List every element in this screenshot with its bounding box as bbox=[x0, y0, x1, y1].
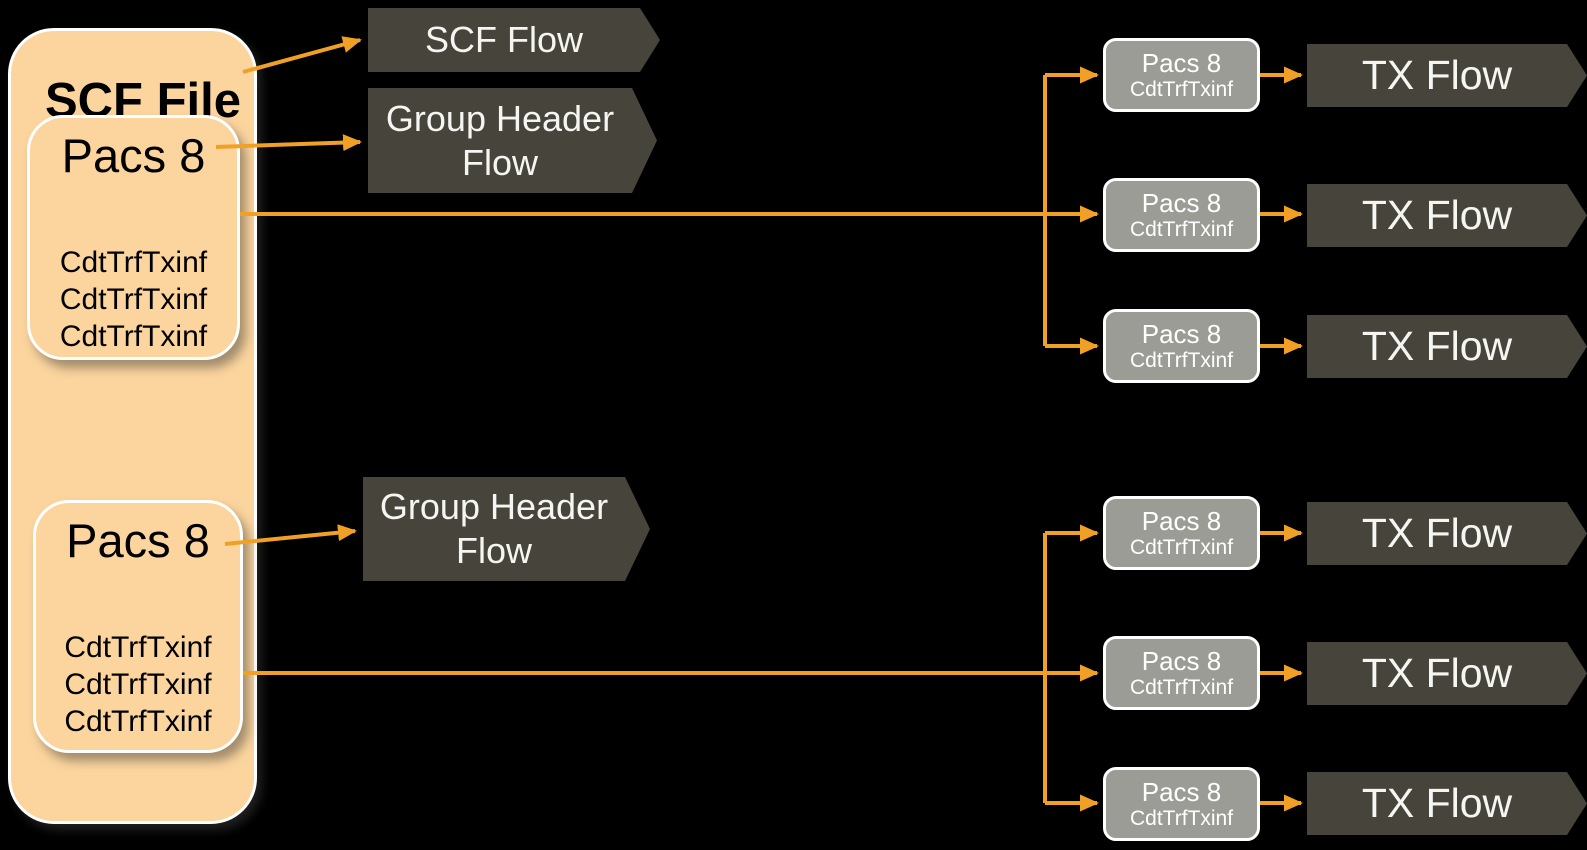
group-header-flow-shape-top: Group Header Flow bbox=[368, 88, 657, 193]
tx-pacs8-title: Pacs 8 bbox=[1141, 646, 1222, 676]
tx-pacs8-subtitle: CdtTrfTxinf bbox=[1129, 807, 1234, 830]
transaction-line: CdtTrfTxinf bbox=[59, 283, 208, 316]
arrow-scffile-to-scfflow bbox=[242, 36, 362, 74]
transaction-line: CdtTrfTxinf bbox=[64, 631, 212, 664]
pacs8-batch-1-transactions: CdtTrfTxinf CdtTrfTxinf CdtTrfTxinf bbox=[30, 244, 237, 355]
tx-pacs8-node: Pacs 8 CdtTrfTxinf bbox=[1103, 767, 1260, 841]
pacs8-batch-1: Pacs 8 CdtTrfTxinf CdtTrfTxinf CdtTrfTxi… bbox=[27, 115, 240, 360]
tx-pacs8-node: Pacs 8 CdtTrfTxinf bbox=[1103, 636, 1260, 710]
tx-flow-shape: TX Flow bbox=[1307, 502, 1587, 565]
tx-pacs8-node: Pacs 8 CdtTrfTxinf bbox=[1103, 178, 1260, 252]
tx-pacs8-title: Pacs 8 bbox=[1141, 506, 1222, 536]
tx-flow-shape: TX Flow bbox=[1307, 642, 1587, 705]
tx-pacs8-subtitle: CdtTrfTxinf bbox=[1129, 536, 1234, 559]
transaction-line: CdtTrfTxinf bbox=[59, 320, 208, 353]
tx-pacs8-title: Pacs 8 bbox=[1141, 319, 1222, 349]
tx-pacs8-title: Pacs 8 bbox=[1141, 48, 1222, 78]
tx-pacs8-node: Pacs 8 CdtTrfTxinf bbox=[1103, 38, 1260, 112]
tx-pacs8-title: Pacs 8 bbox=[1141, 188, 1222, 218]
scf-flow-shape: SCF Flow bbox=[368, 8, 660, 72]
group-header-flow-shape-bottom: Group Header Flow bbox=[363, 477, 650, 581]
tx-flow-shape: TX Flow bbox=[1307, 315, 1587, 378]
pacs8-batch-2: Pacs 8 CdtTrfTxinf CdtTrfTxinf CdtTrfTxi… bbox=[33, 500, 243, 753]
tx-flow-shape: TX Flow bbox=[1307, 772, 1587, 835]
tx-pacs8-title: Pacs 8 bbox=[1141, 777, 1222, 807]
tx-pacs8-subtitle: CdtTrfTxinf bbox=[1129, 349, 1234, 372]
tx-flow-shape: TX Flow bbox=[1307, 184, 1587, 247]
tx-flow-shape: TX Flow bbox=[1307, 44, 1587, 107]
group-header-flow-label: Group Header Flow bbox=[385, 97, 615, 183]
pacs8-batch-2-transactions: CdtTrfTxinf CdtTrfTxinf CdtTrfTxinf bbox=[36, 629, 240, 740]
tx-pacs8-node: Pacs 8 CdtTrfTxinf bbox=[1103, 309, 1260, 383]
transaction-line: CdtTrfTxinf bbox=[59, 246, 208, 279]
tx-pacs8-subtitle: CdtTrfTxinf bbox=[1129, 676, 1234, 699]
tx-pacs8-subtitle: CdtTrfTxinf bbox=[1129, 218, 1234, 241]
pacs8-batch-1-title: Pacs 8 bbox=[61, 129, 206, 182]
pacs8-batch-2-title: Pacs 8 bbox=[66, 514, 210, 567]
transaction-line: CdtTrfTxinf bbox=[64, 705, 212, 738]
group-header-flow-label: Group Header Flow bbox=[379, 486, 609, 571]
tx-pacs8-subtitle: CdtTrfTxinf bbox=[1129, 78, 1234, 101]
transaction-line: CdtTrfTxinf bbox=[64, 668, 212, 701]
tx-pacs8-node: Pacs 8 CdtTrfTxinf bbox=[1103, 496, 1260, 570]
